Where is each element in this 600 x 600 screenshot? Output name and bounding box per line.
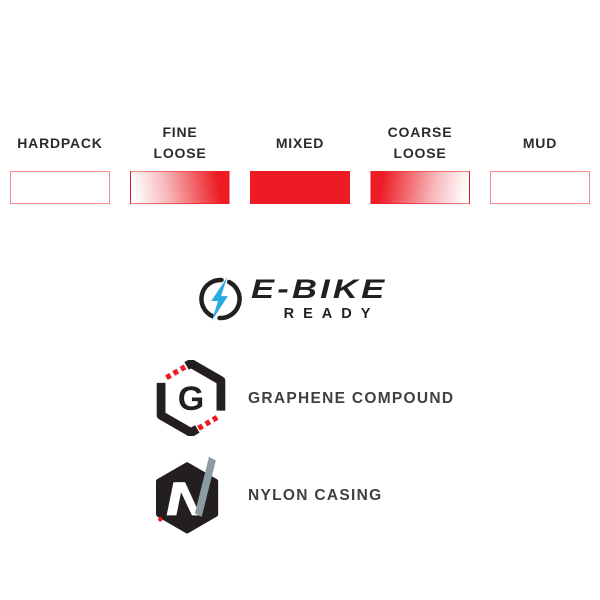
n-left-stroke: [166, 482, 184, 516]
lightning-bolt-circle-icon: [199, 276, 242, 322]
terrain-label-hardpack: HARDPACK: [17, 134, 103, 151]
terrain-bar-coarse-loose: [370, 171, 470, 204]
terrain-bar-mixed: [250, 171, 350, 204]
terrain-bar-fine-loose: [130, 171, 230, 204]
terrain-column-mud: MUD: [490, 120, 590, 204]
lightning-bolt-glyph: [211, 276, 228, 322]
terrain-bar-hardpack: [10, 171, 110, 204]
n-diagonal-stroke: [176, 482, 201, 516]
n-gray-slash: [194, 456, 216, 517]
ebike-ready-wordmark: E-BIKE READY: [251, 275, 403, 323]
graphene-letter: G: [178, 380, 205, 418]
red-dot: [158, 517, 163, 522]
red-dashes-top-left: [164, 364, 187, 381]
ebike-title: E-BIKE: [251, 274, 388, 304]
nylon-label: NYLON CASING: [248, 487, 383, 504]
terrain-label-mud: MUD: [522, 134, 558, 151]
terrain-column-mixed: MIXED: [250, 120, 350, 204]
ebike-subtitle: READY: [283, 306, 380, 322]
graphene-label: GRAPHENE COMPOUND: [248, 389, 455, 407]
graphene-compound-row: G GRAPHENE COMPOUND: [152, 360, 454, 436]
terrain-column-hardpack: HARDPACK: [10, 120, 110, 204]
ebike-ready-badge: E-BIKE READY: [0, 275, 600, 323]
terrain-label-mixed: MIXED: [275, 134, 325, 151]
terrain-bar-mud: [490, 171, 590, 204]
hexagon-n-icon: [155, 456, 219, 534]
red-dashes-bottom-right: [197, 414, 220, 431]
hexagon-g-icon: G: [156, 360, 226, 436]
nylon-casing-row: NYLON CASING: [152, 450, 382, 534]
